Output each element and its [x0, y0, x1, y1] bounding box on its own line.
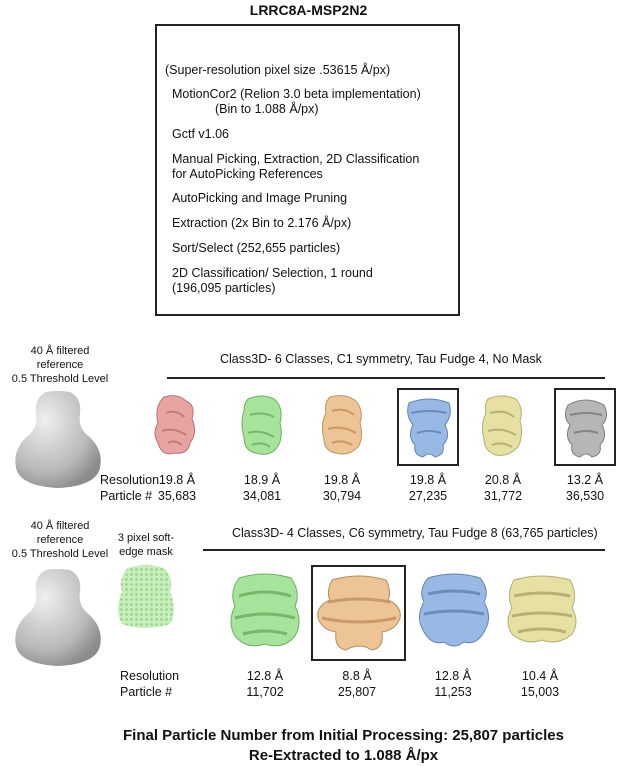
class-particles: 27,235 [408, 489, 448, 503]
reference-label-line: 0.5 Threshold Level [11, 373, 109, 385]
class-stats: 12.8 Å 11,702 [230, 668, 300, 700]
class-resolution: 18.9 Å [243, 473, 281, 487]
class-map-icon [507, 575, 577, 643]
class-particles: 25,807 [337, 685, 377, 699]
mask-label-line: edge mask [119, 546, 173, 558]
reference-label-line: 40 Å filtered [30, 345, 90, 357]
workflow-step: Gctf v1.06 [172, 127, 229, 141]
class-map-icon [564, 399, 608, 458]
class-stats: 13.2 Å 36,530 [550, 472, 617, 504]
workflow-step: Extraction (2x Bin to 2.176 Å/px) [172, 216, 352, 230]
class-resolution: 12.8 Å [434, 669, 472, 683]
class-stats: 19.8 Å 35,683 [142, 472, 212, 504]
particle-row-label: Particle # [120, 685, 173, 699]
selected-class-frame [311, 565, 406, 661]
class-stats: 19.8 Å 27,235 [393, 472, 463, 504]
class-stats: 12.8 Å 11,253 [418, 668, 488, 700]
resolution-row-label: Resolution [120, 669, 180, 683]
round1-divider [167, 377, 605, 379]
class-particles: 34,081 [242, 489, 282, 503]
workflow-step: (Bin to 1.088 Å/px) [215, 102, 319, 116]
mask-map-icon [118, 565, 174, 628]
class-map-icon [317, 575, 401, 651]
final-summary: Final Particle Number from Initial Proce… [0, 726, 617, 766]
class-map-icon [481, 395, 523, 456]
class-stats: 8.8 Å 25,807 [322, 668, 392, 700]
class-particles: 31,772 [483, 489, 523, 503]
reference-map-icon [15, 569, 101, 666]
class-map-icon [241, 395, 282, 455]
reference-label: 40 Å filtered reference 0.5 Threshold Le… [0, 519, 120, 561]
class-stats: 20.8 Å 31,772 [468, 472, 538, 504]
row-labels: Resolution Particle # [120, 668, 179, 700]
class-particles: 30,794 [322, 489, 362, 503]
final-summary-line: Re-Extracted to 1.088 Å/px [248, 747, 439, 764]
class-stats: 18.9 Å 34,081 [227, 472, 297, 504]
class-resolution: 8.8 Å [342, 669, 372, 683]
reference-label-line: reference [36, 359, 84, 371]
class-particles: 11,253 [434, 685, 472, 699]
mask-label-line: 3 pixel soft- [117, 532, 175, 544]
class-resolution: 20.8 Å [484, 473, 522, 487]
class-stats: 10.4 Å 15,003 [505, 668, 575, 700]
selected-class-frame [397, 388, 459, 466]
class-map-icon [418, 573, 490, 647]
class-stats: 19.8 Å 30,794 [307, 472, 377, 504]
class-map-icon [230, 573, 300, 647]
workflow-step: AutoPicking and Image Pruning [172, 191, 348, 205]
reference-label-line: reference [36, 534, 84, 546]
class-resolution: 12.8 Å [246, 669, 284, 683]
mask-label: 3 pixel soft- edge mask [110, 531, 182, 559]
class-map-icon [321, 395, 363, 455]
class-resolution: 19.8 Å [158, 473, 196, 487]
class-resolution: 19.8 Å [323, 473, 361, 487]
class-particles: 15,003 [520, 685, 560, 699]
workflow-step: Sort/Select (252,655 particles) [172, 241, 341, 255]
resolution-row-label: Resolution [100, 473, 160, 487]
reference-label-line: 0.5 Threshold Level [11, 548, 109, 560]
workflow-box: (Super-resolution pixel size .53615 Å/px… [155, 24, 460, 316]
workflow-step: MotionCor2 (Relion 3.0 beta implementati… [172, 87, 421, 101]
reference-label-line: 40 Å filtered [30, 520, 90, 532]
class-map-icon [154, 395, 196, 455]
reference-map-icon [15, 391, 101, 488]
class-resolution: 10.4 Å [521, 669, 559, 683]
round2-divider [203, 549, 605, 551]
round1-header: Class3D- 6 Classes, C1 symmetry, Tau Fud… [220, 352, 542, 366]
class-map-icon [407, 398, 451, 458]
round2-header: Class3D- 4 Classes, C6 symmetry, Tau Fud… [232, 526, 598, 540]
workflow-step: Manual Picking, Extraction, 2D Classific… [172, 152, 420, 166]
reference-label: 40 Å filtered reference 0.5 Threshold Le… [0, 344, 120, 386]
class-particles: 35,683 [157, 489, 197, 503]
particle-row-label: Particle # [100, 489, 153, 503]
final-summary-line: Final Particle Number from Initial Proce… [123, 727, 564, 744]
class-resolution: 19.8 Å [409, 473, 447, 487]
class-resolution: 13.2 Å [566, 473, 604, 487]
class-particles: 36,530 [565, 489, 605, 503]
workflow-step: (196,095 particles) [172, 281, 276, 295]
workflow-step: for AutoPicking References [172, 167, 323, 181]
workflow-step: (Super-resolution pixel size .53615 Å/px… [165, 63, 391, 77]
figure-title: LRRC8A-MSP2N2 [249, 2, 368, 18]
workflow-step: 2D Classification/ Selection, 1 round [172, 266, 373, 280]
class-particles: 11,702 [246, 685, 284, 699]
row-labels: Resolution Particle # [100, 472, 159, 504]
selected-class-frame [554, 388, 616, 466]
